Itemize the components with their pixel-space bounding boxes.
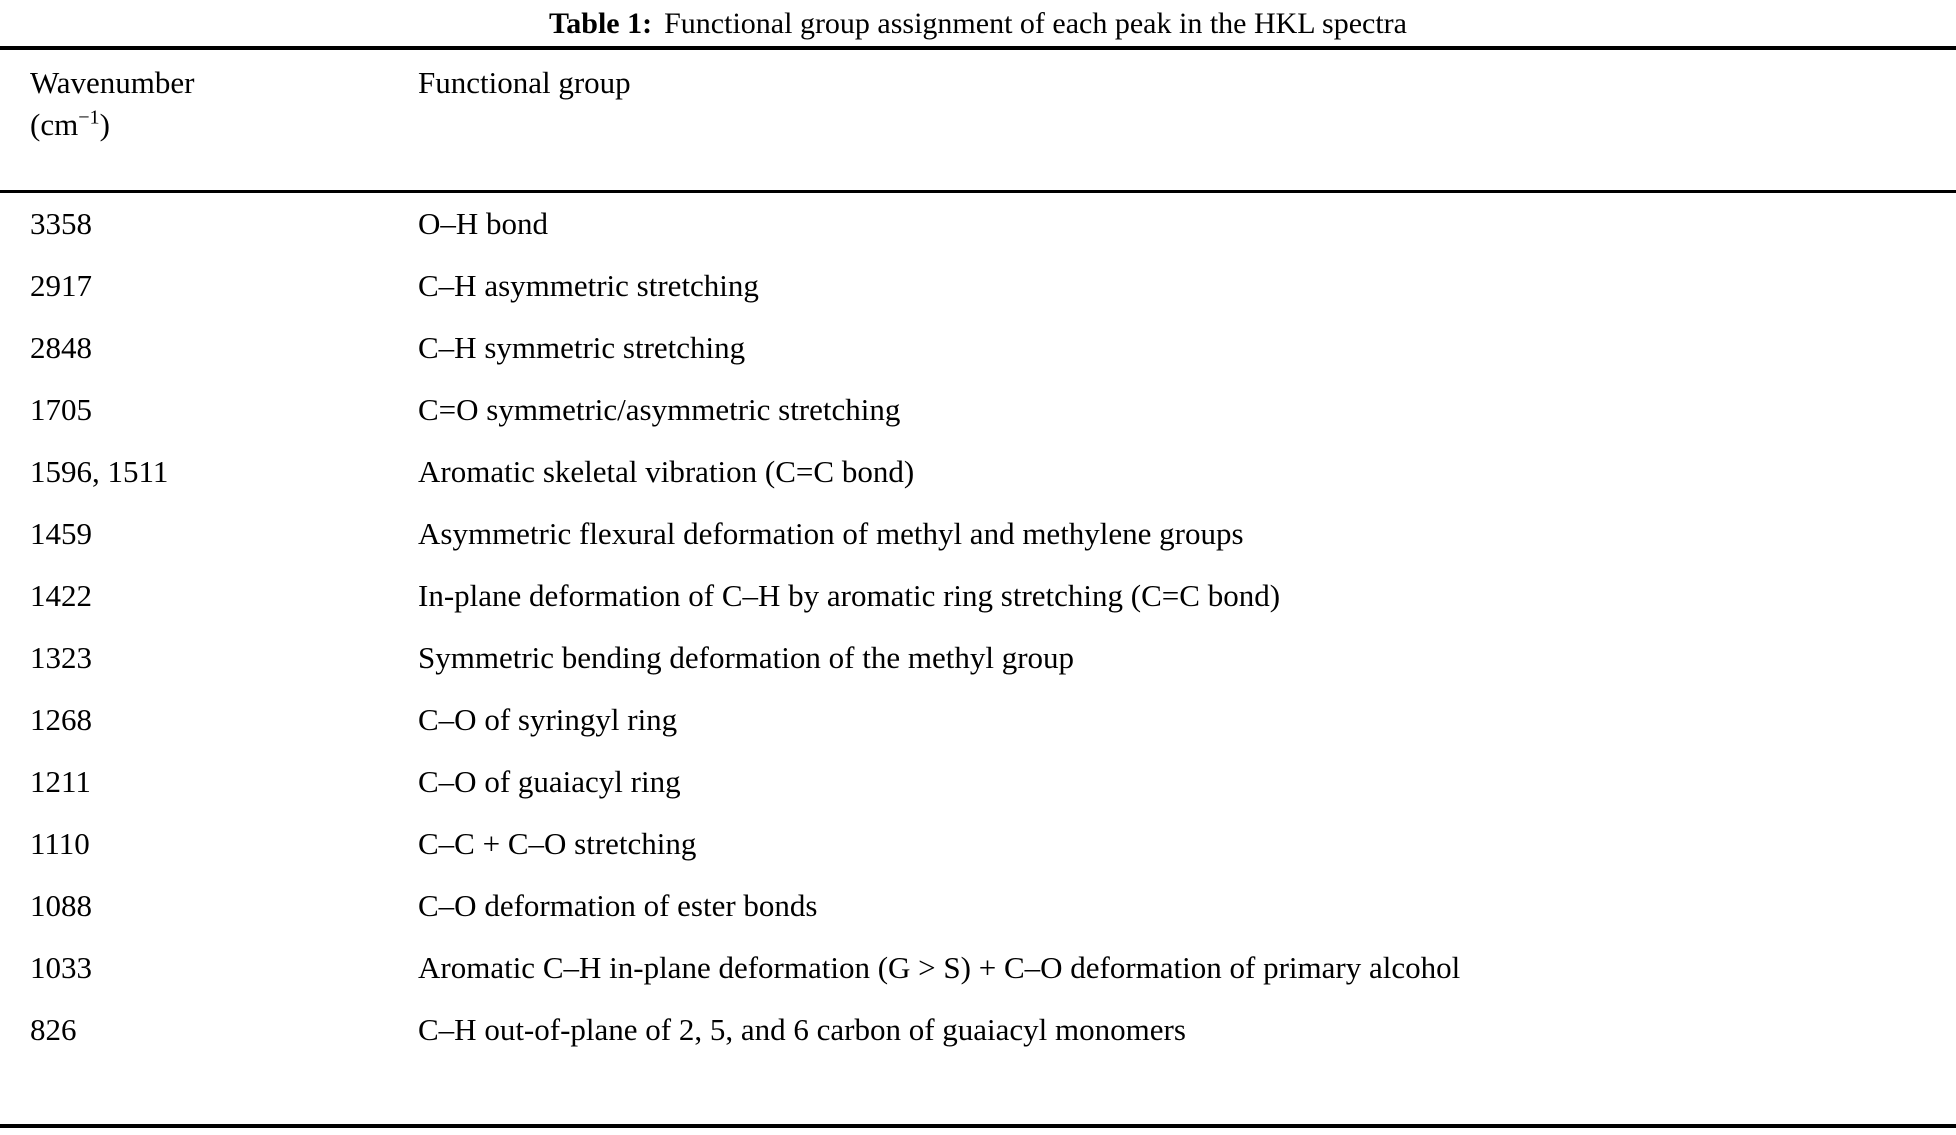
- cell-wavenumber: 1268: [30, 702, 92, 737]
- unit-suffix: ): [99, 107, 110, 142]
- table-row: 1459 Asymmetric flexural deformation of …: [0, 503, 1956, 565]
- table-header-separator-rule: [0, 190, 1956, 193]
- cell-functional-group: C–O of syringyl ring: [418, 702, 678, 737]
- cell-functional-group: Aromatic C–H in-plane deformation (G > S…: [418, 950, 1461, 985]
- cell-functional-group: Aromatic skeletal vibration (C=C bond): [418, 454, 915, 489]
- unit-exponent: −1: [78, 106, 100, 129]
- table-header-row: Wavenumber (cm−1) Functional group: [0, 62, 1956, 188]
- cell-functional-group: C–H out-of-plane of 2, 5, and 6 carbon o…: [418, 1012, 1186, 1047]
- column-header-functional-group: Functional group: [418, 65, 631, 100]
- table-caption: Table 1: Functional group assignment of …: [0, 0, 1956, 48]
- cell-wavenumber: 1211: [30, 764, 91, 799]
- table-top-rule: [0, 46, 1956, 50]
- table-row: 3358 O–H bond: [0, 193, 1956, 255]
- table-row: 1211 C–O of guaiacyl ring: [0, 751, 1956, 813]
- cell-functional-group: C–H symmetric stretching: [418, 330, 746, 365]
- cell-wavenumber: 1088: [30, 888, 92, 923]
- table-row: 1268 C–O of syringyl ring: [0, 689, 1956, 751]
- cell-functional-group: Asymmetric flexural deformation of methy…: [418, 516, 1244, 551]
- table-row: 2848 C–H symmetric stretching: [0, 317, 1956, 379]
- unit-prefix: (cm: [30, 107, 79, 142]
- cell-functional-group: In-plane deformation of C–H by aromatic …: [418, 578, 1281, 613]
- cell-functional-group: Symmetric bending deformation of the met…: [418, 640, 1075, 675]
- table-row: 1705 C=O symmetric/asymmetric stretching: [0, 379, 1956, 441]
- cell-wavenumber: 826: [30, 1012, 77, 1047]
- column-header-wavenumber: Wavenumber (cm−1): [30, 62, 195, 146]
- cell-functional-group: O–H bond: [418, 206, 549, 241]
- table-bottom-rule: [0, 1124, 1956, 1128]
- cell-wavenumber: 1596, 1511: [30, 454, 169, 489]
- table-caption-label: Table 1:: [549, 7, 653, 40]
- table-row: 1596, 1511 Aromatic skeletal vibration (…: [0, 441, 1956, 503]
- cell-functional-group: C–H asymmetric stretching: [418, 268, 759, 303]
- cell-functional-group: C–C + C–O stretching: [418, 826, 697, 861]
- cell-wavenumber: 1033: [30, 950, 92, 985]
- cell-wavenumber: 2917: [30, 268, 92, 303]
- table-row: 826 C–H out-of-plane of 2, 5, and 6 carb…: [0, 999, 1956, 1061]
- table-body: 3358 O–H bond 2917 C–H asymmetric stretc…: [0, 193, 1956, 1061]
- table-row: 2917 C–H asymmetric stretching: [0, 255, 1956, 317]
- cell-functional-group: C=O symmetric/asymmetric stretching: [418, 392, 901, 427]
- column-header-wavenumber-label: Wavenumber: [30, 65, 195, 100]
- table-row: 1088 C–O deformation of ester bonds: [0, 875, 1956, 937]
- column-header-wavenumber-unit: (cm−1): [30, 104, 195, 146]
- cell-functional-group: C–O deformation of ester bonds: [418, 888, 818, 923]
- table-row: 1422 In-plane deformation of C–H by arom…: [0, 565, 1956, 627]
- table-row: 1323 Symmetric bending deformation of th…: [0, 627, 1956, 689]
- cell-wavenumber: 1323: [30, 640, 92, 675]
- cell-wavenumber: 2848: [30, 330, 92, 365]
- cell-wavenumber: 1110: [30, 826, 90, 861]
- cell-functional-group: C–O of guaiacyl ring: [418, 764, 681, 799]
- table-row: 1110 C–C + C–O stretching: [0, 813, 1956, 875]
- cell-wavenumber: 1705: [30, 392, 92, 427]
- table-row: 1033 Aromatic C–H in-plane deformation (…: [0, 937, 1956, 999]
- cell-wavenumber: 1422: [30, 578, 92, 613]
- cell-wavenumber: 1459: [30, 516, 92, 551]
- cell-wavenumber: 3358: [30, 206, 92, 241]
- table-caption-text: Functional group assignment of each peak…: [664, 7, 1407, 40]
